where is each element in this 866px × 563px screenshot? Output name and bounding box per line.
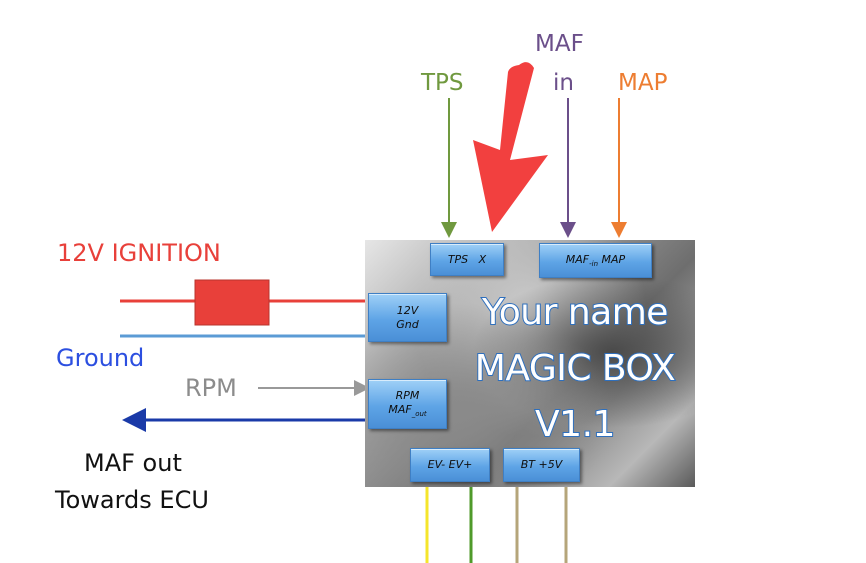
- maf-in-label-line1: MAF: [535, 31, 584, 57]
- connector-ev-label: EV- EV+: [427, 458, 473, 472]
- box-title-line2: MAGIC BOX: [474, 347, 677, 390]
- connector-ev[interactable]: EV- EV+: [410, 448, 490, 482]
- box-title-line1: Your name: [481, 291, 669, 334]
- connector-maf-in-map[interactable]: MAF-in MAP: [539, 243, 652, 278]
- tps-label: TPS: [421, 70, 464, 96]
- ignition-label: 12V IGNITION: [57, 239, 221, 267]
- ground-label: Ground: [56, 344, 145, 372]
- box-title-line3: V1.1: [534, 403, 616, 446]
- connector-bt-5v-label: BT +5V: [520, 458, 563, 472]
- magic-box-photo: Your name MAGIC BOX V1.1: [365, 240, 695, 487]
- connector-tps-x[interactable]: TPS X: [430, 243, 504, 276]
- red-pointer-arrow-icon: [473, 62, 548, 232]
- connector-maf-in-map-label: MAF-in MAP: [565, 252, 626, 268]
- maf-in-label-line2: in: [553, 70, 574, 96]
- maf-out-label-line2: Towards ECU: [55, 486, 209, 514]
- connector-tps-x-label: TPS X: [447, 252, 487, 266]
- connector-bt-5v[interactable]: BT +5V: [503, 448, 580, 482]
- map-label: MAP: [618, 70, 668, 96]
- rpm-label: RPM: [185, 374, 237, 402]
- maf-out-label-line1: MAF out: [84, 449, 182, 477]
- fuse-icon: [194, 279, 270, 326]
